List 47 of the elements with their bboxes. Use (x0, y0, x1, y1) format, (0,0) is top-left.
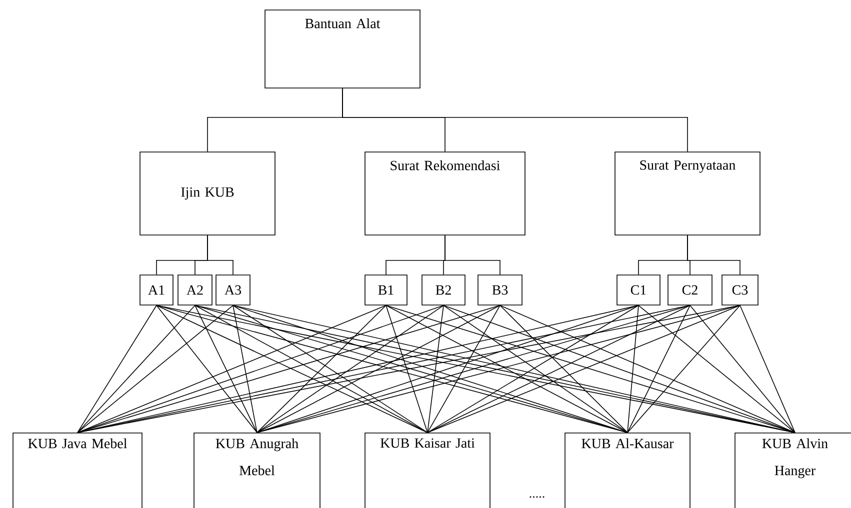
connector-line (627, 305, 690, 433)
subcriteria-box: A1 (140, 274, 174, 306)
subcriteria-box: C1 (616, 274, 660, 306)
connector-line (77, 305, 196, 433)
connector-line (77, 305, 234, 433)
connector-line (427, 305, 740, 433)
connector-line (690, 305, 796, 433)
tree-connector (687, 235, 740, 275)
connector-line (77, 305, 157, 433)
subcriteria-box: C3 (722, 274, 758, 306)
alternative-box: KUB Java Mebel (12, 432, 142, 508)
criteria-box: Surat Rekomendasi (364, 152, 526, 236)
tree-connector (444, 235, 500, 275)
connector-line (427, 305, 500, 433)
connector-line (386, 305, 428, 433)
connector-line (500, 305, 628, 433)
alternative-box: KUB Al-Kausar (564, 432, 690, 508)
subcriteria-box: C2 (668, 274, 712, 306)
connector-line (427, 305, 444, 433)
tree-connector (207, 235, 234, 275)
alternative-box: KUB Kaisar Jati (364, 432, 490, 508)
connector-line (386, 305, 628, 433)
ellipsis-text: ..... (530, 496, 544, 498)
subcriteria-box: B2 (422, 274, 466, 306)
connector-line (627, 305, 639, 433)
connector-line (232, 305, 258, 433)
connector-line (740, 305, 796, 433)
connector-line (77, 305, 386, 433)
tree-connector (342, 88, 688, 152)
connector-line (232, 305, 428, 433)
alternative-box: KUB Alvin Hanger (734, 432, 851, 508)
alternative-box: KUB Anugrah Mebel (194, 432, 320, 508)
connector-line (256, 305, 500, 433)
connector-line (638, 305, 796, 433)
subcriteria-box: B1 (364, 274, 408, 306)
criteria-box: Ijin KUB (140, 152, 276, 236)
connector-line (256, 305, 444, 433)
connector-line (256, 305, 386, 433)
goal-box: Bantuan Alat (264, 10, 420, 88)
connector-line (500, 305, 796, 433)
criteria-box: Surat Pernyataan (614, 152, 760, 236)
connector-line (194, 305, 258, 433)
connector-line (156, 305, 258, 433)
subcriteria-box: A3 (216, 274, 250, 306)
subcriteria-box: A2 (178, 274, 212, 306)
subcriteria-box: B3 (478, 274, 522, 306)
connector-line (627, 305, 740, 433)
